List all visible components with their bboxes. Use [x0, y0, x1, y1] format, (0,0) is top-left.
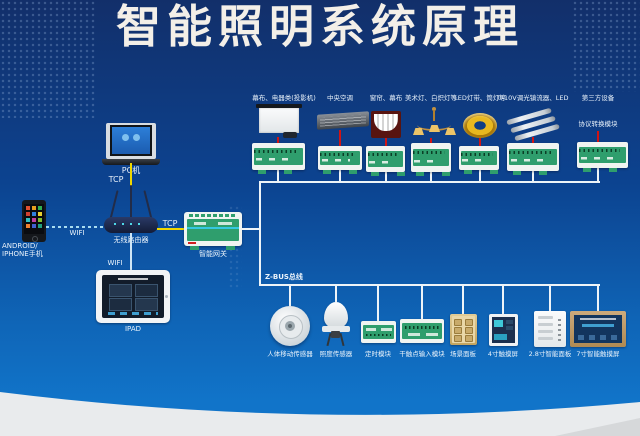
dry-contact-module-icon — [400, 319, 444, 343]
bottom-device-label: 照度传感器 — [319, 350, 353, 358]
drop-line — [277, 170, 279, 181]
top-device-label: 幕布、电器类(投影机) — [252, 94, 316, 102]
wifi-label-ipad: WIFI — [107, 259, 123, 267]
wifi-line-ipad — [130, 233, 132, 271]
drop-line — [339, 170, 341, 181]
dot-pattern — [572, 0, 640, 92]
page-title: 智能照明系统原理 — [115, 0, 524, 53]
protocol-module-label: 协议转换模块 — [578, 120, 618, 128]
device-link-line — [597, 131, 599, 142]
touchscreen-7in-icon — [570, 311, 626, 347]
bottom-device-label: 场景面板 — [450, 350, 476, 358]
chandelier-icon — [410, 107, 458, 139]
bottom-device-label: 7寸智能触摸屏 — [576, 350, 620, 358]
bottom-device-label: 干触点输入模块 — [399, 350, 445, 358]
gateway-label: 智能网关 — [199, 250, 227, 258]
riser-line — [462, 286, 464, 314]
dot-pattern — [0, 0, 95, 118]
drop-line — [479, 170, 481, 181]
device-link-line — [385, 138, 387, 146]
projector-screen-icon — [256, 104, 302, 138]
tcp-label-pc: TCP — [108, 175, 124, 184]
bottom-device-label: 4寸触摸屏 — [487, 350, 519, 358]
top-device-label: 窗帘、幕布 — [369, 94, 403, 102]
ipad-label: IPAD — [124, 325, 142, 333]
led-strip-coil-icon — [463, 113, 497, 138]
drop-line — [430, 172, 432, 181]
device-link-line — [277, 137, 279, 143]
timer-module-icon — [361, 321, 396, 343]
drop-line — [385, 172, 387, 181]
zbus-left-line — [259, 181, 261, 286]
din-module-icon — [366, 146, 405, 176]
zbus-bottom-line — [259, 284, 600, 286]
bottom-device-label: 定时模块 — [365, 350, 391, 358]
device-link-line — [430, 138, 432, 143]
smart-gateway-icon — [184, 211, 242, 250]
bottom-device-label: 2.8寸智能面板 — [528, 350, 572, 358]
air-vent-icon — [317, 111, 369, 130]
riser-line — [377, 286, 379, 321]
wifi-label-phone: WIFI — [69, 229, 85, 237]
drop-line — [597, 168, 599, 181]
riser-line — [289, 286, 291, 306]
ipad-icon — [96, 270, 170, 323]
device-link-line — [339, 130, 341, 146]
din-module-icon — [507, 143, 559, 175]
gateway-bus-tap — [242, 228, 259, 230]
pc-laptop-icon — [102, 122, 160, 168]
din-module-icon — [252, 143, 305, 174]
din-module-icon — [411, 143, 451, 176]
scene-panel-icon — [450, 314, 477, 345]
protocol-converter-module-icon — [577, 142, 628, 172]
riser-line — [421, 286, 423, 319]
riser-line — [335, 286, 337, 302]
touchscreen-4in-icon — [489, 314, 518, 346]
curtain-icon — [371, 111, 401, 138]
phone-label-line1: ANDROID/ — [2, 242, 38, 250]
din-module-icon — [459, 146, 499, 174]
phone-label-line2: IPHONE手机 — [2, 250, 43, 258]
zbus-label: Z-BUS总线 — [265, 273, 303, 281]
riser-line — [502, 286, 504, 314]
tcp-label-gateway: TCP — [162, 219, 178, 228]
bottom-swoosh — [0, 392, 640, 436]
lux-sensor-icon — [318, 302, 354, 347]
top-device-label: 0-10V调光镇流器、LED — [497, 94, 569, 102]
top-device-label: LED灯带、筒灯等 — [454, 94, 506, 102]
device-link-line — [479, 138, 481, 146]
riser-line — [549, 286, 551, 311]
wireless-router-icon — [104, 183, 158, 233]
din-module-icon — [318, 146, 362, 174]
top-device-label: 中央空调 — [327, 94, 353, 102]
smartphone-icon — [22, 200, 46, 242]
wifi-line-phone — [46, 226, 104, 228]
bottom-device-label: 人体移动传感器 — [267, 350, 313, 358]
tcp-line-router-gateway — [157, 228, 184, 230]
drop-line — [532, 171, 534, 181]
smart-panel-2-8in-icon — [534, 311, 566, 347]
top-device-label: 美术灯、白炽灯等 — [405, 94, 457, 102]
pir-sensor-icon — [270, 306, 310, 346]
top-device-label: 第三方设备 — [581, 94, 615, 102]
device-link-line — [532, 137, 534, 143]
led-tube-icon — [504, 106, 562, 141]
riser-line — [597, 286, 599, 311]
zbus-top-line — [259, 181, 600, 183]
